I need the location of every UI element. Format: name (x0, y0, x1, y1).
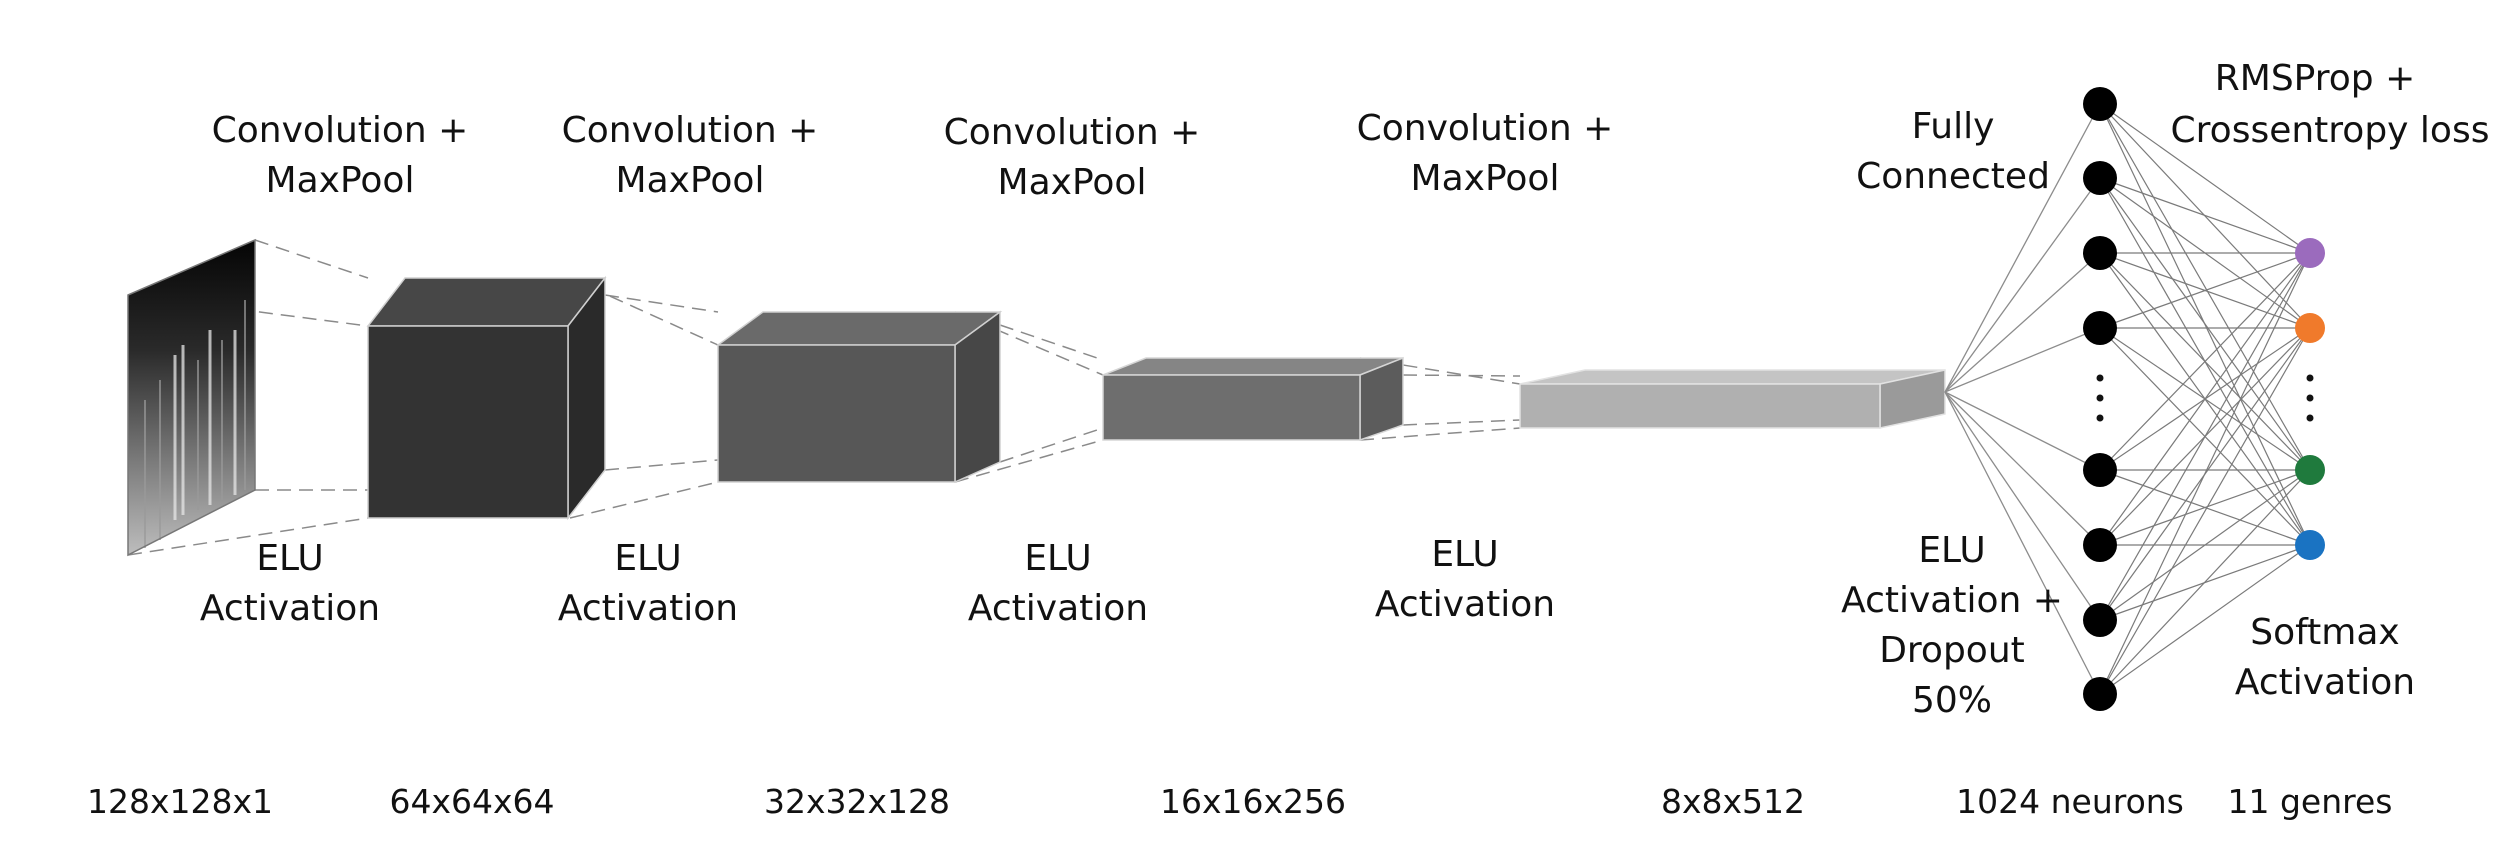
hub-to-fc-link-1 (1944, 103, 2101, 393)
fc-neuron-5 (2083, 453, 2117, 487)
conv4-top-label-line1: Convolution + (1357, 108, 1614, 149)
fc-neuron-4 (2083, 311, 2117, 345)
fc-top-label-line1: Fully (1912, 106, 1995, 147)
fc-neuron-2 (2083, 161, 2117, 195)
fc-neuron-6 (2083, 528, 2117, 562)
conv1-bottom-label-line1: ELU (614, 538, 681, 579)
fc-6-to-out-3-link (2099, 469, 2311, 546)
conv3-dims: 16x16x256 (1160, 782, 1346, 821)
conv4-dims: 8x8x512 (1661, 782, 1805, 821)
input-bottom-label-line2: Activation (200, 588, 380, 629)
hub-to-fc-link-7 (1944, 391, 2101, 621)
fc-neuron-3 (2083, 236, 2117, 270)
hub-to-fc-link-3 (1944, 252, 2101, 393)
fc-connections (1944, 103, 2311, 695)
conv2-bottom-label-line2: Activation (968, 588, 1148, 629)
fc-2-to-out-1-link (2099, 177, 2311, 254)
output-neuron-4 (2295, 530, 2325, 560)
conv3-bottom-label-line1: ELU (1431, 534, 1498, 575)
conv1-top-label-line1: Convolution + (212, 110, 469, 151)
hub-to-fc-link-4 (1944, 327, 2101, 393)
output-neuron-1 (2295, 238, 2325, 268)
fc-8-to-out-2-link (2099, 327, 2311, 695)
conv1-top-label-line2: MaxPool (266, 160, 415, 201)
fc-bottom-label-line2: Activation + (1841, 580, 2063, 621)
output-bottom-label-line1: Softmax (2250, 612, 2399, 653)
fully-connected-layer (2083, 87, 2117, 711)
fc-ellipsis (2096, 374, 2104, 422)
output-top-label-line2: Crossentropy loss (2171, 110, 2490, 151)
conv4-top-label-line2: MaxPool (1411, 158, 1560, 199)
output-layer (2295, 238, 2325, 560)
fc-1-to-out-1-link (2099, 103, 2311, 254)
output-neuron-3 (2295, 455, 2325, 485)
fc-4-to-out-1-link (2099, 252, 2311, 329)
conv3-bottom-label-line2: Activation (1375, 584, 1555, 625)
conv1-bottom-label-line2: Activation (558, 588, 738, 629)
conv2-block (715, 310, 1003, 484)
fc-8-to-out-4-link (2099, 544, 2311, 695)
fc-dims: 1024 neurons (1956, 782, 2184, 821)
fc-neuron-8 (2083, 677, 2117, 711)
fc-bottom-label-line1: ELU (1918, 530, 1985, 571)
dimension-labels: 128x128x1 64x64x64 32x32x128 16x16x256 8… (87, 782, 2393, 821)
fc-6-to-out-1-link (2099, 252, 2311, 546)
fc-8-to-out-1-link (2099, 252, 2311, 695)
conv2-bottom-label-line1: ELU (1024, 538, 1091, 579)
input-bottom-label-line1: ELU (256, 538, 323, 579)
output-bottom-label-line2: Activation (2235, 662, 2415, 703)
fc-5-to-out-1-link (2099, 252, 2311, 471)
hub-to-fc-link-2 (1944, 177, 2101, 393)
conv3-top-label-line1: Convolution + (944, 112, 1201, 153)
input-spectrogram (127, 238, 256, 557)
fc-bottom-label-line4: 50% (1912, 680, 1992, 721)
conv2-top-label-line2: MaxPool (616, 160, 765, 201)
fc-1-to-out-3-link (2099, 103, 2311, 471)
conv4-block (1519, 369, 1946, 429)
hub-to-fc-link-6 (1944, 391, 2101, 546)
conv3-block (1102, 356, 1404, 442)
fc-neuron-7 (2083, 603, 2117, 637)
hub-to-fc-link-8 (1944, 391, 2101, 695)
output-dims: 11 genres (2228, 782, 2393, 821)
output-neuron-2 (2295, 313, 2325, 343)
fc-7-to-out-3-link (2099, 469, 2311, 621)
input-dims: 128x128x1 (87, 782, 273, 821)
conv1-block (366, 275, 607, 521)
top-labels: Convolution + MaxPool Convolution + MaxP… (212, 58, 2490, 203)
hub-to-fc-link-5 (1944, 391, 2101, 471)
conv3-top-label-line2: MaxPool (998, 162, 1147, 203)
fc-bottom-label-line3: Dropout (1879, 630, 2025, 671)
fc-neuron-1 (2083, 87, 2117, 121)
fc-top-label-line2: Connected (1856, 156, 2050, 197)
fc-8-to-out-3-link (2099, 469, 2311, 695)
output-ellipsis (2306, 374, 2314, 422)
conv1-dims: 64x64x64 (389, 782, 554, 821)
output-top-label-line1: RMSProp + (2215, 58, 2416, 99)
fc-7-to-out-1-link (2099, 252, 2311, 621)
bottom-labels: ELU Activation ELU Activation ELU Activa… (200, 530, 2415, 721)
fc-2-to-out-3-link (2099, 177, 2311, 471)
conv2-top-label-line1: Convolution + (562, 110, 819, 151)
conv2-dims: 32x32x128 (764, 782, 950, 821)
